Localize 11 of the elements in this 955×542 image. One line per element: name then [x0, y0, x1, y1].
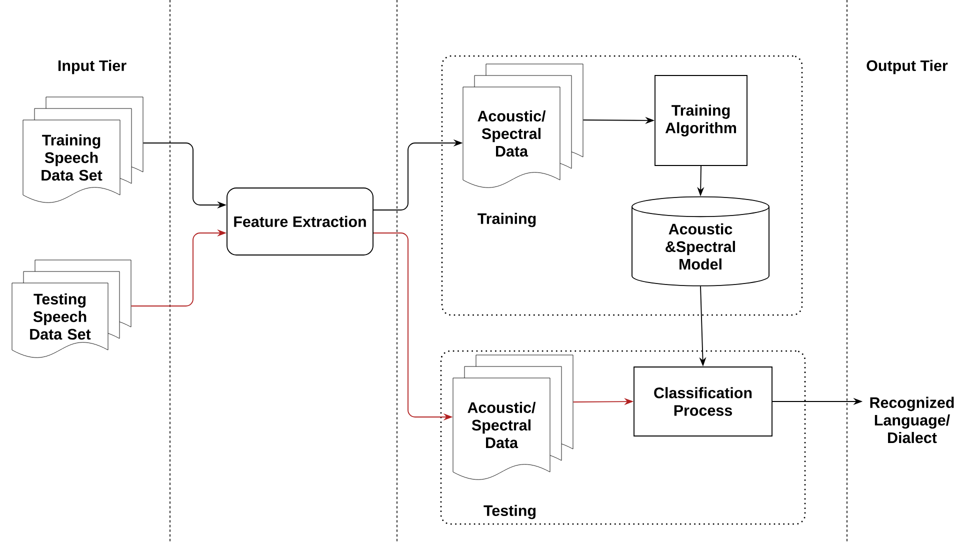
- document-stack: Testing Speech Data Set: [12, 260, 132, 358]
- document-stack: Acoustic/ Spectral Data: [452, 354, 574, 480]
- document-stack: Training Speech Data Set: [22, 96, 144, 203]
- tier-label: Input Tier: [58, 60, 126, 74]
- tier-label: Output Tier: [866, 60, 948, 74]
- database-cylinder: Acoustic &Spectral Model: [632, 196, 770, 286]
- document-stack: Acoustic/ Spectral Data: [462, 64, 584, 188]
- process-box: Feature Extraction: [226, 188, 374, 256]
- output-label: Recognized Language/ Dialect: [870, 396, 954, 444]
- process-box: Classification Process: [634, 366, 772, 436]
- process-box: Training Algorithm: [654, 75, 748, 166]
